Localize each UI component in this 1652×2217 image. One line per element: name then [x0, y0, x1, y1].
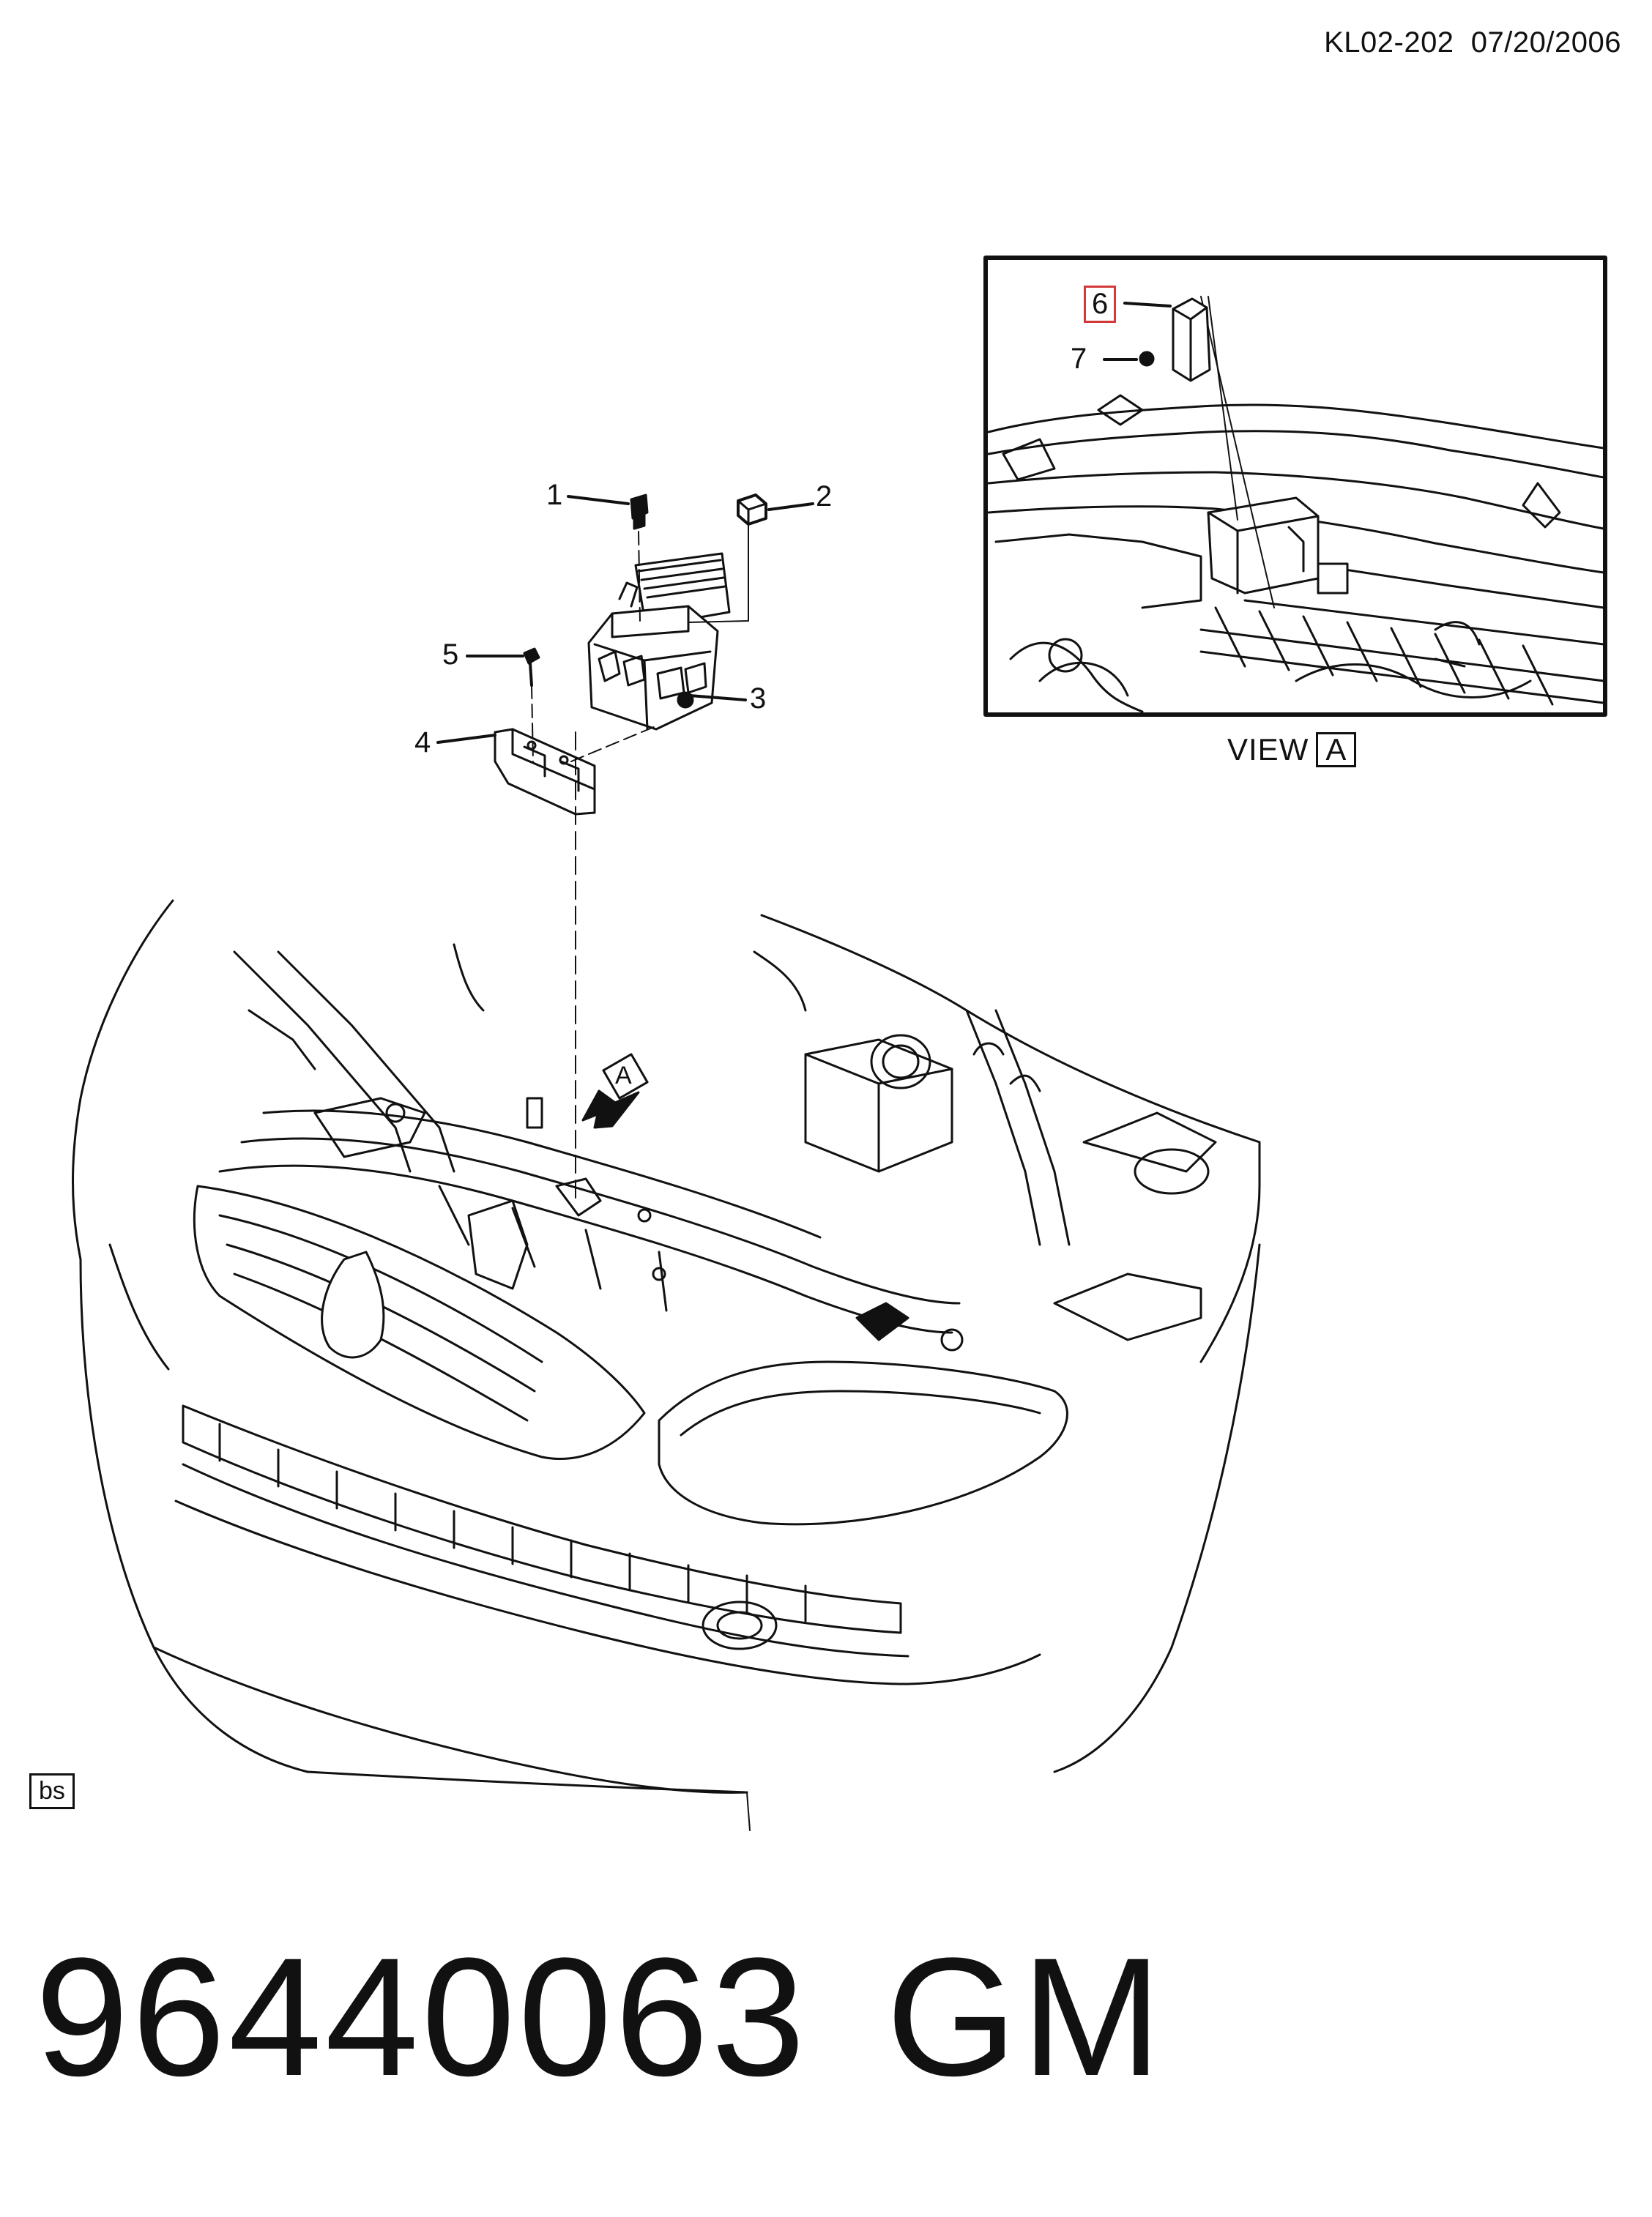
brand-name: GM [886, 1923, 1167, 2111]
vehicle-front-end [72, 899, 1261, 1831]
arrow-ref-letter: A [615, 1062, 632, 1089]
callout-3: 3 [750, 682, 767, 715]
callout-5: 5 [442, 638, 459, 671]
view-a-inset [983, 256, 1607, 717]
drawing-reference: KL02-202 07/20/2006 [1324, 26, 1621, 59]
view-label-text: VIEW [1227, 732, 1309, 767]
drawing-date: 07/20/2006 [1470, 26, 1621, 59]
callout-1: 1 [546, 479, 563, 511]
parts-diagram [72, 256, 1607, 1831]
callout-6: 6 [1084, 286, 1117, 323]
exploded-parts [436, 493, 814, 1201]
callout-7: 7 [1071, 343, 1087, 375]
part-number: 96440063 [35, 1923, 808, 2111]
bs-tag: bs [29, 1773, 75, 1809]
view-ref-box: A [1316, 732, 1357, 767]
callout-4: 4 [414, 726, 431, 759]
view-a-arrow [581, 1053, 649, 1129]
callout-2: 2 [816, 480, 833, 513]
drawing-code: KL02-202 [1324, 26, 1454, 59]
